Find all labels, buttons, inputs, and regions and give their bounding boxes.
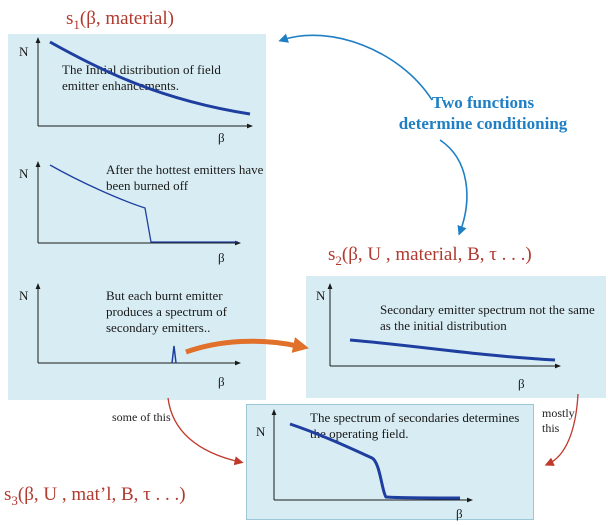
panel1-axes [35,37,253,129]
panel4-axes [327,283,561,369]
blue-arrow-to-s1 [278,33,433,101]
blue-arrow-to-s2 [439,139,468,236]
two-functions-label: Two functions determine conditioning [398,93,568,133]
panel3-spike [171,345,177,364]
panel1-y-label: N [19,44,29,59]
mostly-this-note: mostly this [542,406,575,435]
panel1-x-label: β [218,130,225,145]
panel1-curve [49,40,251,116]
panel4-curve [349,338,556,362]
panel5-x-label: β [456,506,463,521]
panel5-y-label: N [256,424,266,439]
function-s3-label: s3(β, U , mat’l, B, τ . . .) [4,484,186,508]
function-s1-label: s1(β, material) [66,8,174,32]
panel5-axes [271,409,473,503]
panel5-curve [289,422,461,500]
panel3-axes [35,283,241,366]
red-arrow-right [544,393,579,466]
left-panel [8,34,266,400]
panel2-axes [35,161,241,246]
secondary-panel [306,276,606,398]
panel2-caption: After the hottest emitters have been bur… [106,162,264,193]
some-of-this-note: some of this [112,410,171,424]
panel2-x-label: β [218,250,225,265]
panel3-x-label: β [218,374,225,389]
orange-arrow [185,337,309,355]
panel5-caption: The spectrum of secondaries determines t… [310,410,520,441]
panel2-y-label: N [19,166,29,181]
red-arrow-left [167,397,244,466]
panel3-caption: But each burnt emitter produces a spectr… [106,288,227,335]
function-s2-label: s2(β, U , material, B, τ . . .) [328,244,532,268]
panel4-x-label: β [518,376,525,391]
panel4-y-label: N [316,288,326,303]
panel3-y-label: N [19,288,29,303]
panel2-curve [49,164,238,243]
panel4-caption: Secondary emitter spectrum not the same … [380,302,595,333]
operating-panel [246,404,534,520]
